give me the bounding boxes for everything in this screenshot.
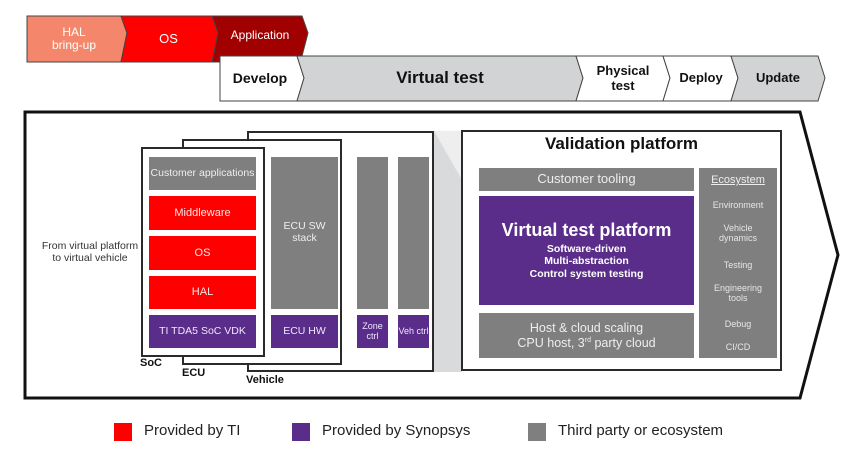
vehicle-label: Vehicle (246, 374, 284, 386)
zone-ctrl-block: Zone ctrl (357, 315, 388, 348)
lifecycle-deploy: Deploy (679, 70, 723, 86)
host-line-2-sup: rd (584, 336, 591, 344)
ecosystem-item-debug: Debug (724, 319, 752, 329)
customer-applications-block: Customer applications (149, 157, 256, 190)
host-cloud-scaling-block: Host & cloud scaling CPU host, 3rd party… (479, 313, 694, 358)
hal-block: HAL (149, 276, 256, 309)
phase-hal-bring-up: HAL bring-up (51, 24, 97, 52)
legend-swatch-synopsys (292, 423, 310, 441)
legend-label-ti: Provided by TI (144, 422, 241, 439)
legend-label-third-party: Third party or ecosystem (558, 422, 724, 439)
vtp-line-1: Software-driven (546, 242, 627, 255)
vtp-line-2: Multi-abstraction (544, 255, 629, 268)
ecosystem-title: Ecosystem (711, 174, 765, 186)
lifecycle-update: Update (755, 70, 801, 86)
left-caption: From virtual platform to virtual vehicle (41, 240, 139, 264)
host-line-2-pre: CPU host, 3 (517, 335, 585, 350)
ecosystem-item-cicd: CI/CD (725, 342, 751, 352)
ecu-sw-stack-block: ECU SW stack (271, 157, 338, 309)
host-line-1: Host & cloud scaling (529, 320, 644, 335)
middleware-block: Middleware (149, 196, 256, 230)
ecosystem-item-environment: Environment (712, 200, 764, 210)
tda5-soc-vdk-block: TI TDA5 SoC VDK (149, 315, 256, 348)
ecu-hw-block: ECU HW (271, 315, 338, 348)
legend-swatch-third-party (528, 423, 546, 441)
phase-application: Application (230, 28, 290, 43)
ecosystem-item-testing: Testing (723, 260, 753, 270)
soc-label: SoC (140, 357, 162, 369)
lifecycle-virtual-test: Virtual test (396, 68, 484, 88)
os-block: OS (149, 236, 256, 270)
zoom-shading-top (434, 131, 462, 180)
vtp-line-3: Control system testing (529, 267, 644, 280)
host-line-2-post: party cloud (591, 335, 656, 350)
host-line-2: CPU host, 3rd party cloud (517, 336, 655, 351)
phase-os: OS (159, 30, 178, 46)
legend-label-synopsys: Provided by Synopsys (322, 422, 471, 439)
ecu-label: ECU (182, 367, 206, 379)
ecosystem-column: Ecosystem Environment Vehicle dynamics T… (699, 168, 777, 358)
customer-tooling-block: Customer tooling (479, 168, 694, 191)
lifecycle-develop: Develop (232, 69, 288, 86)
zoom-shading (434, 131, 462, 372)
legend-swatch-ti (114, 423, 132, 441)
virtual-test-platform-block: Virtual test platform Software-driven Mu… (479, 196, 694, 305)
validation-platform-title: Validation platform (544, 134, 699, 153)
vtp-title: Virtual test platform (501, 219, 672, 240)
lifecycle-update-shape (730, 55, 826, 102)
veh-stack-block (398, 157, 429, 309)
veh-ctrl-block: Veh ctrl (398, 315, 429, 348)
lifecycle-physical-test: Physical test (596, 63, 650, 93)
zone-stack-block (357, 157, 388, 309)
ecosystem-item-engineering-tools: Engineering tools (713, 283, 763, 304)
ecosystem-item-vehicle-dynamics: Vehicle dynamics (718, 223, 757, 244)
